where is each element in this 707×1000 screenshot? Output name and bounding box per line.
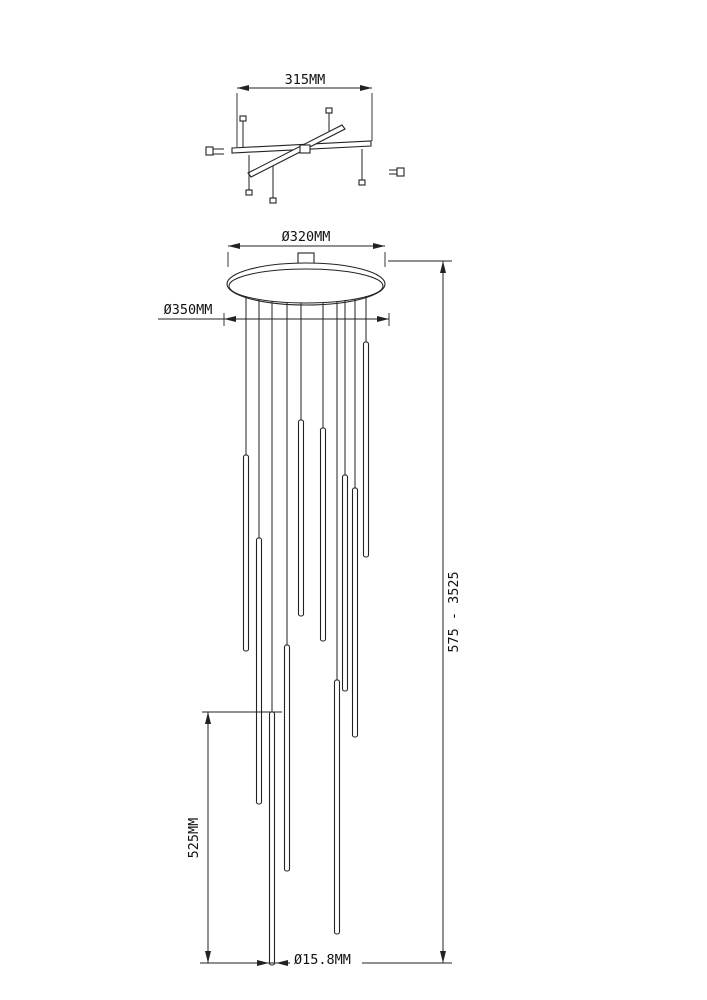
- pendant-length-dimension: 525MM: [186, 711, 282, 963]
- pendant-tube: [341, 474, 349, 692]
- mounting-bracket: 315MM: [205, 72, 405, 204]
- pendant-tube: [333, 679, 341, 935]
- bracket-bar-diagonal: [247, 124, 346, 178]
- pendant-tube: [351, 487, 359, 738]
- pendant-length-label: 525MM: [186, 818, 202, 859]
- canopy-stem: [297, 252, 315, 265]
- pendant-tube: [319, 427, 327, 642]
- pendant-tube: [297, 419, 305, 617]
- pendants-group: [242, 296, 370, 966]
- pendant-tube: [283, 644, 291, 872]
- ring-diameter-label: Ø350MM: [164, 302, 213, 318]
- pendant-tube: [268, 711, 276, 966]
- canopy: Ø320MM Ø350MM: [158, 229, 390, 326]
- bracket-bolts: [239, 107, 366, 204]
- tube-diameter-dimension: Ø15.8MM: [200, 952, 452, 968]
- height-range-label: 575 - 3525: [446, 571, 462, 652]
- canopy-diameter-label: Ø320MM: [282, 229, 331, 245]
- pendant-tube: [255, 537, 263, 805]
- height-dimension: 575 - 3525: [388, 260, 462, 963]
- canopy-rim: [228, 268, 384, 304]
- bracket-center-plate: [299, 144, 311, 154]
- pendant-tube: [362, 341, 370, 558]
- pendant-tube: [242, 454, 250, 652]
- tube-diameter-label: Ø15.8MM: [294, 952, 351, 968]
- bracket-width-label: 315MM: [285, 72, 326, 88]
- bracket-side-screws: [205, 146, 405, 177]
- canopy-disk: [226, 262, 386, 306]
